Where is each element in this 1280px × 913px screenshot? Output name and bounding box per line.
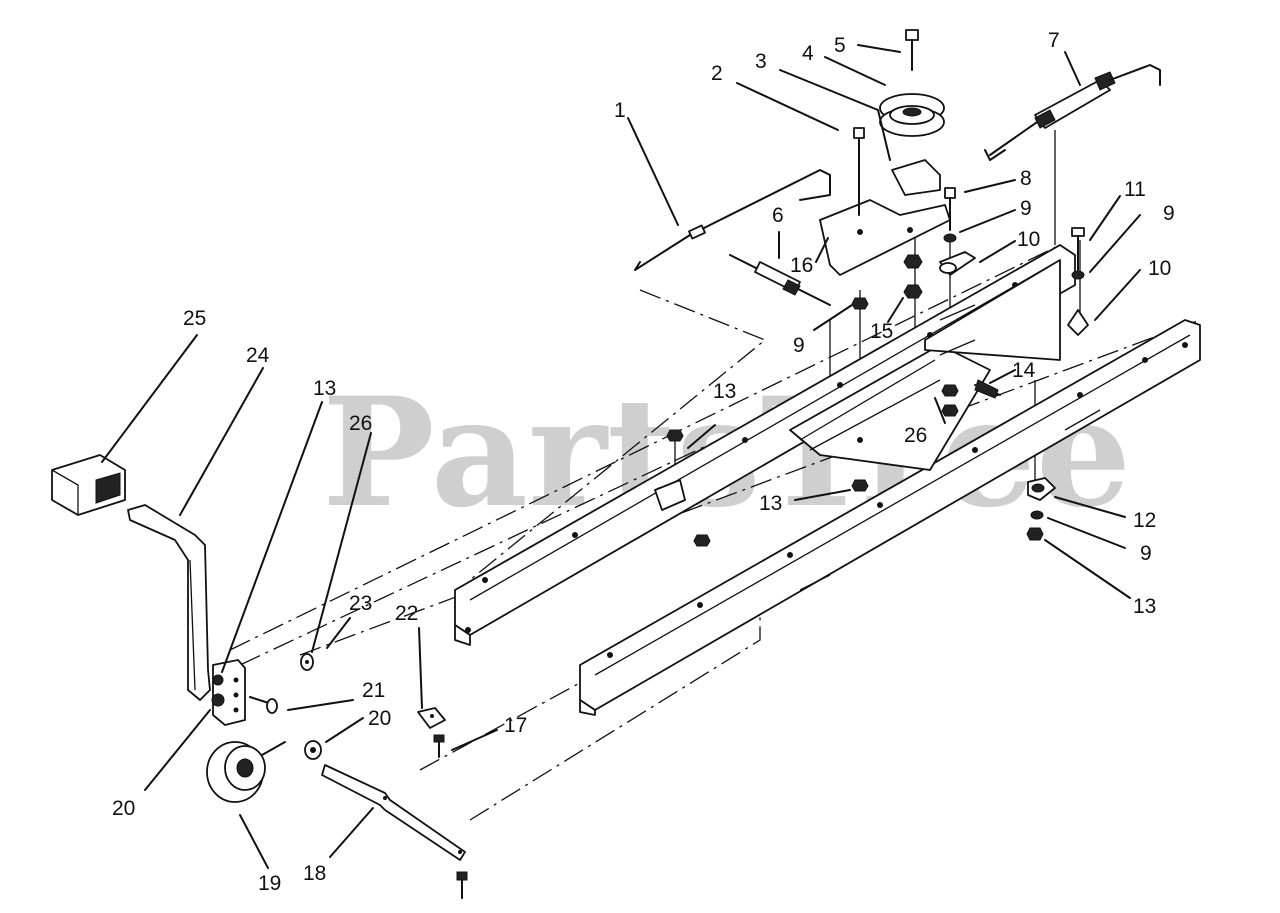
callout-22: 22 [395,602,418,625]
part-9-washer-a [943,233,957,243]
callout-23: 23 [349,592,372,615]
part-6-spring-rod [729,254,831,306]
callout-19: 19 [258,872,281,895]
callout-12: 12 [1133,509,1156,532]
callout-9-a: 9 [1020,197,1032,220]
part-8-bolt [944,187,956,231]
slotted-plate [924,259,1061,361]
callout-3: 3 [755,50,767,73]
pedal-mount-bracket [211,659,246,726]
nuts [666,254,1044,547]
part-11-bolt [1067,227,1089,336]
callout-10-b: 10 [1148,257,1171,280]
part-24-pedal-arm [127,504,211,701]
part-16-idler-bracket [819,199,951,276]
callout-26-a: 26 [349,412,372,435]
callout-20-a: 20 [112,797,135,820]
callout-13-d: 13 [1133,595,1156,618]
part-4-idler-pulley [879,93,945,137]
part-22-clip [417,707,446,729]
callout-10-a: 10 [1017,228,1040,251]
part-10-clamp [939,251,976,276]
callout-14: 14 [1012,359,1036,382]
part-26-clip-center [654,479,686,511]
part-12-pivot [1027,477,1056,520]
part-25-pedal-pad [51,454,126,516]
callout-7: 7 [1048,29,1060,52]
callout-9-d: 9 [1140,542,1152,565]
part-18-brake-rod [321,764,468,899]
mounting-plate [789,344,991,471]
callout-17: 17 [504,714,527,737]
callout-20-b: 20 [368,707,391,730]
part-14-spring [974,379,1001,399]
callout-21: 21 [362,679,385,702]
part-19-pulley [206,741,286,803]
callout-24: 24 [246,344,270,367]
callout-4: 4 [802,42,814,65]
callout-6: 6 [772,204,784,227]
part-21-bolt [249,696,278,714]
callout-1: 1 [614,99,626,122]
frame-rail-lower [579,319,1201,716]
callout-9-c: 9 [793,334,805,357]
frame-rail-upper [454,244,1076,646]
callout-2: 2 [711,62,723,85]
leader-lines [101,44,1141,869]
callout-13-a: 13 [313,377,336,400]
callout-15: 15 [870,320,893,343]
part-3-bracket [891,159,941,196]
callout-16: 16 [790,254,813,277]
part-23-clip [300,653,314,671]
callout-26-b: 26 [904,424,927,447]
part-2-bolt [853,127,865,216]
part-17-bolt [433,734,445,758]
callout-5: 5 [834,34,846,57]
callout-13-c: 13 [759,492,782,515]
part-1-control-rod [634,169,831,271]
callout-11: 11 [1124,178,1146,201]
part-7-spring-rod [984,64,1161,161]
part-20-washer [304,740,322,760]
callout-25: 25 [183,307,206,330]
callout-18: 18 [303,862,326,885]
callout-8: 8 [1020,167,1032,190]
callout-13-b: 13 [713,380,736,403]
part-5-bolt [905,29,919,71]
callout-9-b: 9 [1163,202,1175,225]
callout-labels: 1 2 3 4 5 6 7 8 9 9 9 9 10 10 11 12 13 1… [112,29,1175,895]
